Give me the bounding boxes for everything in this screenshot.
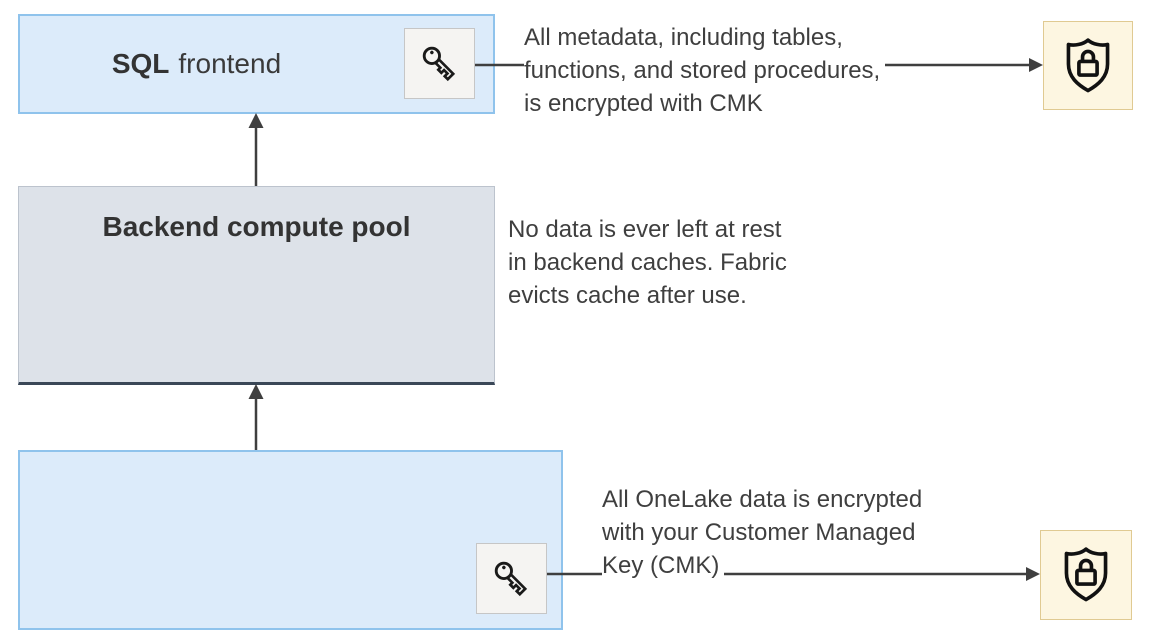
cmk-key-chip-frontend <box>404 28 475 99</box>
sql-frontend-title: SQL frontend <box>112 48 281 80</box>
onelake-box: OneLake <box>18 450 563 630</box>
key-icon <box>489 556 535 602</box>
cache-eviction-note: No data is ever left at rest in backend … <box>508 213 792 312</box>
onelake-encryption-note: All OneLake data is encrypted with your … <box>602 483 928 582</box>
cmk-shield-chip-metadata <box>1043 21 1133 110</box>
cmk-shield-chip-onelake <box>1040 530 1132 620</box>
backend-title: Backend compute pool <box>102 211 411 242</box>
sql-frontend-title-bold: SQL <box>111 48 170 79</box>
shield-lock-icon <box>1058 545 1114 605</box>
cmk-key-chip-onelake <box>476 543 547 614</box>
sql-frontend-title-regular: frontend <box>178 48 282 79</box>
key-icon <box>417 41 463 87</box>
metadata-encryption-note: All metadata, including tables, function… <box>524 21 886 120</box>
shield-lock-icon <box>1060 36 1116 96</box>
backend-compute-pool-box: Backend compute pool <box>18 186 495 385</box>
